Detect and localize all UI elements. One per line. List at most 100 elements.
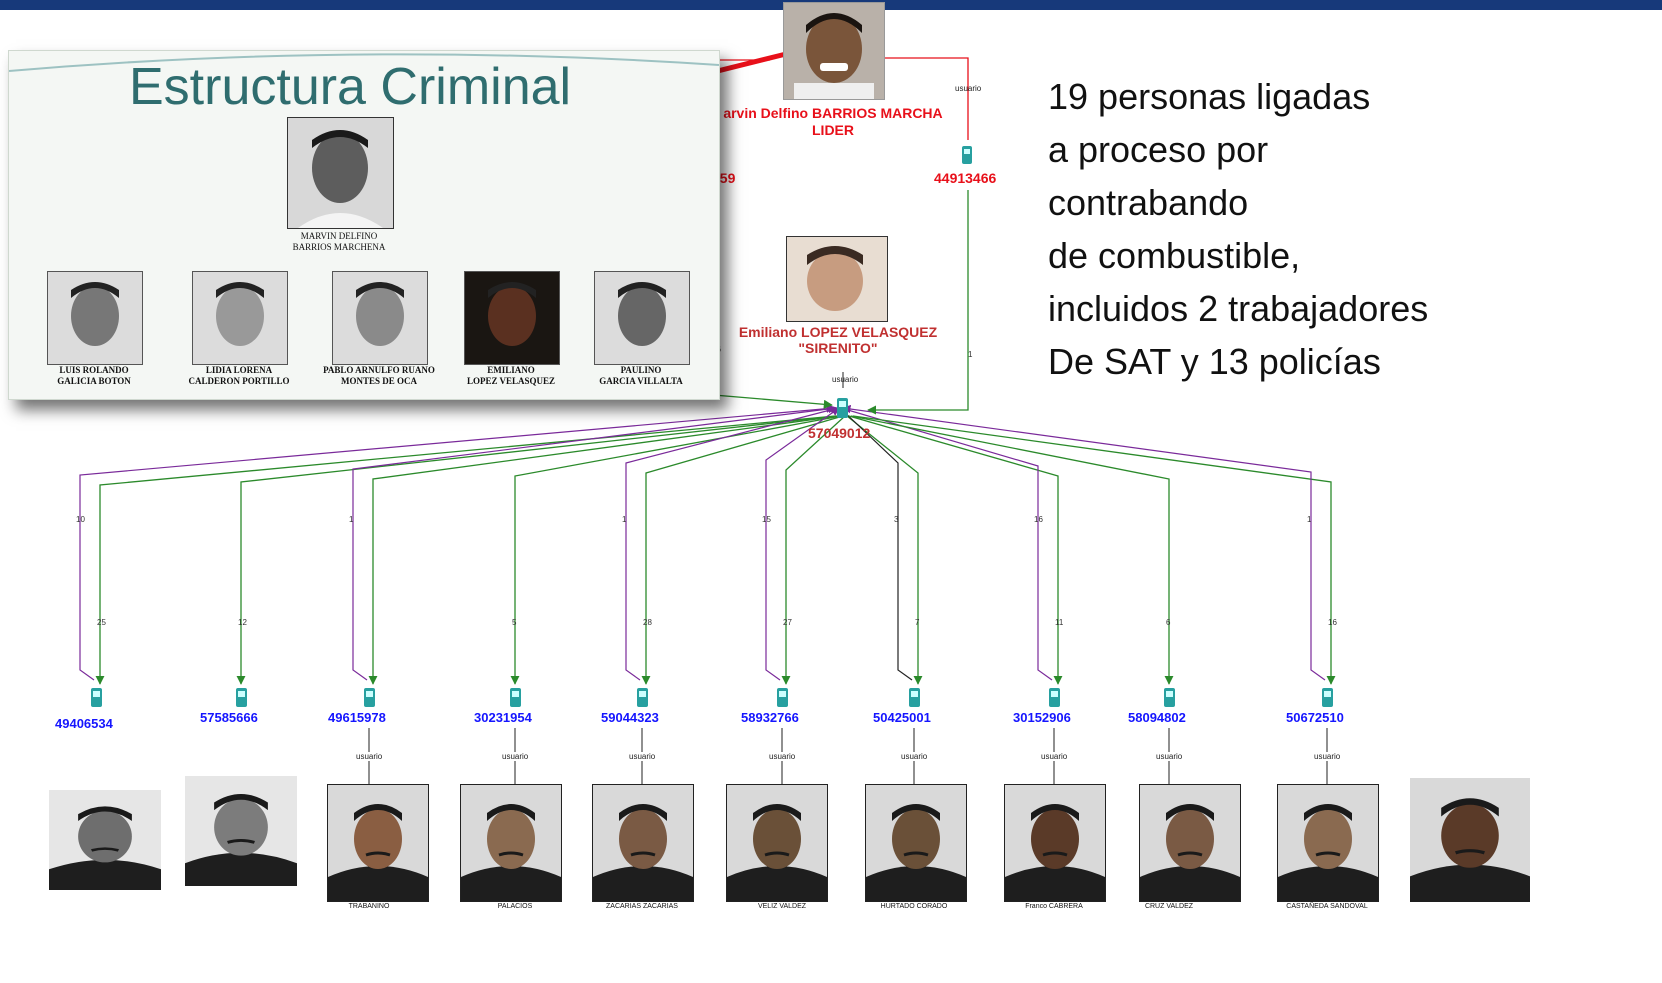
leader-photo — [783, 2, 885, 100]
caption-line: LOPEZ VELASQUEZ — [466, 376, 556, 386]
incoming-weight: 12 — [238, 618, 247, 627]
incoming-weight: 25 — [97, 618, 106, 627]
caption-line: LUIS ROLANDO — [59, 365, 129, 375]
usuario-label: usuario — [769, 752, 796, 761]
phone-number: 59044323 — [601, 710, 659, 725]
caption-line: CALDERON PORTILLO — [188, 376, 290, 386]
phone-icon — [364, 688, 375, 707]
outgoing-weight: 16 — [1034, 515, 1043, 524]
incoming-link — [850, 415, 1174, 685]
phone-number: 50672510 — [1286, 710, 1344, 725]
leader-name: arvin Delfino BARRIOS MARCHA LIDER — [723, 105, 943, 138]
usuario-label: usuario — [1156, 752, 1183, 761]
summary-note: 19 personas ligadas a proceso por contraba… — [1048, 70, 1428, 388]
outgoing-weight: 3 — [894, 515, 899, 524]
phone-number: 57585666 — [200, 710, 258, 725]
caption-line: EMILIANO — [487, 365, 535, 375]
incoming-link — [781, 415, 846, 685]
caption-line: GARCIA VILLALTA — [599, 376, 683, 386]
incoming-weight: 5 — [512, 618, 517, 627]
suspect-photo — [1410, 778, 1530, 902]
incoming-weight: 16 — [1328, 618, 1337, 627]
note-line: contrabando — [1048, 182, 1249, 223]
phone-icon — [510, 688, 521, 707]
usuario-label: usuario — [901, 752, 928, 761]
caption-line: GALICIA BOTON — [57, 376, 131, 386]
usuario-label: usuario — [629, 752, 656, 761]
inset-leader-photo — [287, 117, 394, 229]
suspect-photo — [49, 790, 161, 890]
incoming-link — [848, 415, 1063, 685]
suspect-surname: ZACARIAS ZACARIAS — [606, 903, 678, 910]
outgoing-link — [840, 406, 1053, 681]
outgoing-link — [839, 407, 913, 681]
suspect-surname: HURTADO CORADO — [880, 903, 948, 910]
phone-icon — [909, 688, 920, 707]
incoming-link — [510, 415, 842, 685]
phone-number: 58094802 — [1128, 710, 1186, 725]
suspect-photo — [185, 776, 297, 886]
outgoing-weight: 1 — [622, 515, 627, 524]
leader-phone-right: 44913466 — [934, 170, 997, 186]
usuario-label: usuario — [1314, 752, 1341, 761]
suspect-surname: CRUZ VALDEZ — [1144, 903, 1194, 910]
suspect-photo — [1139, 784, 1241, 902]
suspect-photo — [1277, 784, 1379, 902]
inset-member-photo — [332, 271, 428, 365]
phone-number: 49615978 — [328, 710, 386, 725]
incoming-weight: 6 — [1166, 618, 1171, 627]
phone-icon — [1049, 688, 1060, 707]
phone-icon — [837, 398, 848, 418]
usuario-label: usuario — [1041, 752, 1068, 761]
sub-leader-usuario-label: usuario — [832, 375, 859, 384]
outgoing-link — [765, 407, 840, 681]
incoming-link — [846, 415, 923, 685]
caption-line: PAULINO — [620, 365, 662, 375]
leader-red-link — [885, 57, 969, 140]
phone-icon — [777, 688, 788, 707]
suspect-photo — [460, 784, 562, 902]
suspect-surname: Franco CABRERA — [1025, 903, 1083, 910]
outgoing-link — [842, 404, 1326, 681]
outgoing-link — [352, 404, 837, 681]
suspect-surname: PALACIOS — [497, 903, 533, 910]
phone-icon — [637, 688, 648, 707]
phone-icon — [962, 146, 972, 164]
incoming-weight: 11 — [1055, 618, 1064, 627]
suspect-photo — [592, 784, 694, 902]
phone-icon — [91, 688, 102, 707]
note-line: 19 personas ligadas — [1048, 76, 1371, 117]
right-green-link — [867, 190, 969, 415]
phone-number: 50425001 — [873, 710, 931, 725]
suspect-photo — [1004, 784, 1106, 902]
center-phone-number: 57049012 — [808, 425, 871, 441]
note-line: incluidos 2 trabajadores — [1048, 288, 1429, 329]
caption-line: MONTES DE OCA — [340, 376, 417, 386]
incoming-weight: 27 — [783, 618, 792, 627]
note-line: de combustible, — [1048, 235, 1301, 276]
caption-line: LIDIA LORENA — [205, 365, 273, 375]
suspect-surname: CASTAÑEDA SANDOVAL — [1286, 903, 1368, 910]
phone-number: 30152906 — [1013, 710, 1071, 725]
right-edge-weight: 1 — [968, 350, 973, 359]
inset-member-photo — [464, 271, 560, 365]
incoming-link — [95, 415, 836, 685]
inset-member-photo — [47, 271, 143, 365]
usuario-label: usuario — [356, 752, 383, 761]
sub-leader-photo — [786, 236, 888, 322]
inset-member-photo — [594, 271, 690, 365]
incoming-weight: 7 — [915, 618, 920, 627]
phone-number: 58932766 — [741, 710, 799, 725]
suspect-surname: VELIZ VALDEZ — [757, 903, 807, 910]
suspect-surname: TRABANINO — [348, 903, 390, 910]
outgoing-weight: 1 — [349, 515, 354, 524]
note-line: a proceso por — [1048, 129, 1269, 170]
note-line: De SAT y 13 policías — [1048, 341, 1381, 382]
